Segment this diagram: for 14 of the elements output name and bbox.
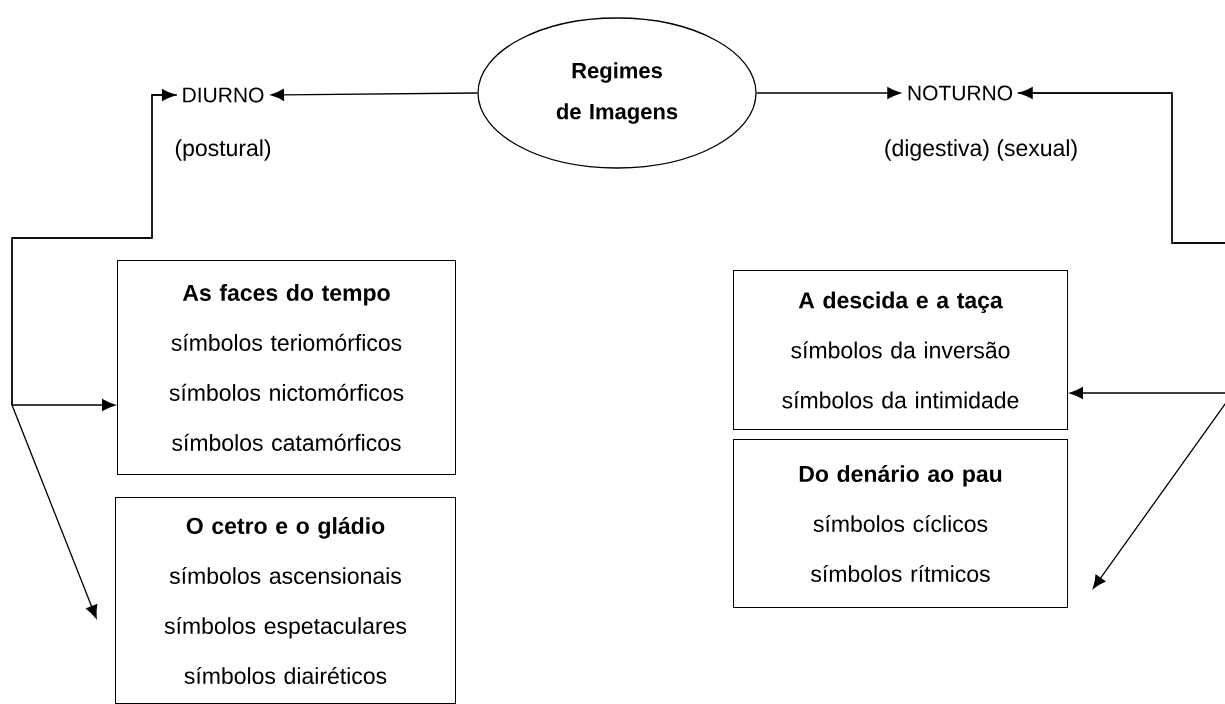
regime-heading: NOTURNO bbox=[908, 85, 1013, 101]
regime-heading: DIURNO bbox=[183, 87, 264, 103]
arrow bbox=[11, 94, 178, 619]
symbol-box: Do denário ao pau símbolos cíclicos símbolos rítmicos bbox=[733, 439, 1068, 608]
arrow bbox=[756, 87, 901, 99]
arrow bbox=[1019, 87, 1225, 399]
ellipse-node: Regimes de Imagens bbox=[477, 17, 757, 169]
symbol-box: O cetro e o gládio símbolos ascensionais símbolos espetaculares símbolos diairéticos bbox=[115, 497, 456, 704]
symbol-box: A descida e a taça símbolos da inversão símbolos da intimidade bbox=[733, 270, 1068, 430]
symbol-box: As faces do tempo símbolos teriomórficos símbolos nictomórficos símbolos catamórficos bbox=[117, 260, 456, 475]
arrow bbox=[270, 88, 478, 101]
caption-text: (digestiva) (sexual) bbox=[885, 139, 1077, 161]
caption-text: (postural) bbox=[175, 139, 271, 161]
arrow bbox=[1017, 92, 1225, 589]
